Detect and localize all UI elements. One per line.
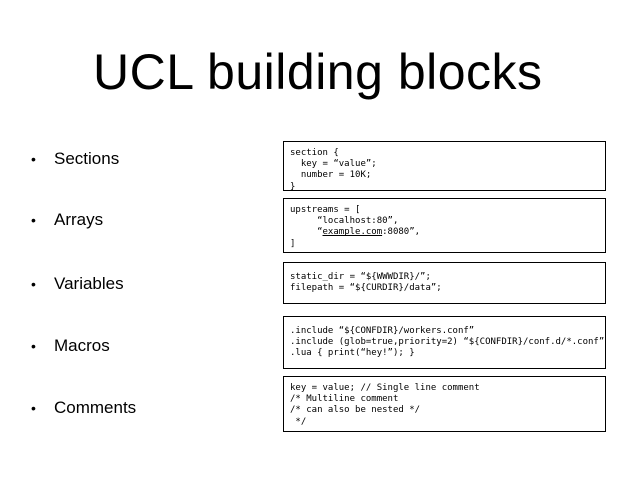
code-line: .include (glob=true,priority=2) “${CONFD… [290,337,605,348]
code-line: static_dir = “${WWWDIR}/”; [290,272,431,282]
code-line: filepath = “${CURDIR}/data”; [290,283,442,294]
code-line: section { [290,148,339,158]
bullet-icon: • [31,400,36,416]
bullet-icon: • [31,338,36,354]
code-line: upstreams = [ [290,205,361,215]
bullet-sections: • Sections [31,149,119,169]
bullet-icon: • [31,151,36,167]
bullet-label: Comments [54,398,137,417]
bullet-arrays: • Arrays [31,210,103,230]
code-block-comments: key = value; // Single line comment /* M… [283,376,606,432]
code-line: .lua { print(“hey!”); } [290,348,415,359]
bullet-icon: • [31,212,36,228]
bullet-label: Macros [54,336,110,355]
code-block-arrays: upstreams = [ “localhost:80”, “example.c… [283,198,606,253]
code-line: number = 10K; [290,170,372,181]
code-block-sections: section { key = “value”; number = 10K; } [283,141,606,192]
bullet-comments: • Comments [31,398,136,418]
bullet-label: Sections [54,149,120,168]
slide-title: UCL building blocks [93,44,543,100]
code-line: /* Multiline comment [290,394,399,405]
code-line: “localhost:80”, [290,216,399,227]
code-line: key = “value”; [290,159,377,170]
bullet-label: Arrays [54,210,104,229]
code-block-macros: .include “${CONFDIR}/workers.conf” .incl… [283,316,606,369]
code-line: “example.com:8080”, [290,227,605,238]
code-line: ] [290,238,296,249]
bullet-variables: • Variables [31,274,124,294]
code-line: */ [290,416,307,427]
code-line: .include “${CONFDIR}/workers.conf” [290,326,475,336]
code-line: /* can also be nested */ [290,405,421,416]
code-line: } [290,181,296,192]
bullet-macros: • Macros [31,336,110,356]
code-link[interactable]: example.com [322,227,383,238]
code-line: key = value; // Single line comment [290,383,480,393]
code-block-variables: static_dir = “${WWWDIR}/”; filepath = “$… [283,262,606,304]
code-text: “ [290,227,323,238]
code-text: :8080”, [382,227,421,238]
bullet-label: Variables [54,274,124,293]
bullet-icon: • [31,276,36,292]
